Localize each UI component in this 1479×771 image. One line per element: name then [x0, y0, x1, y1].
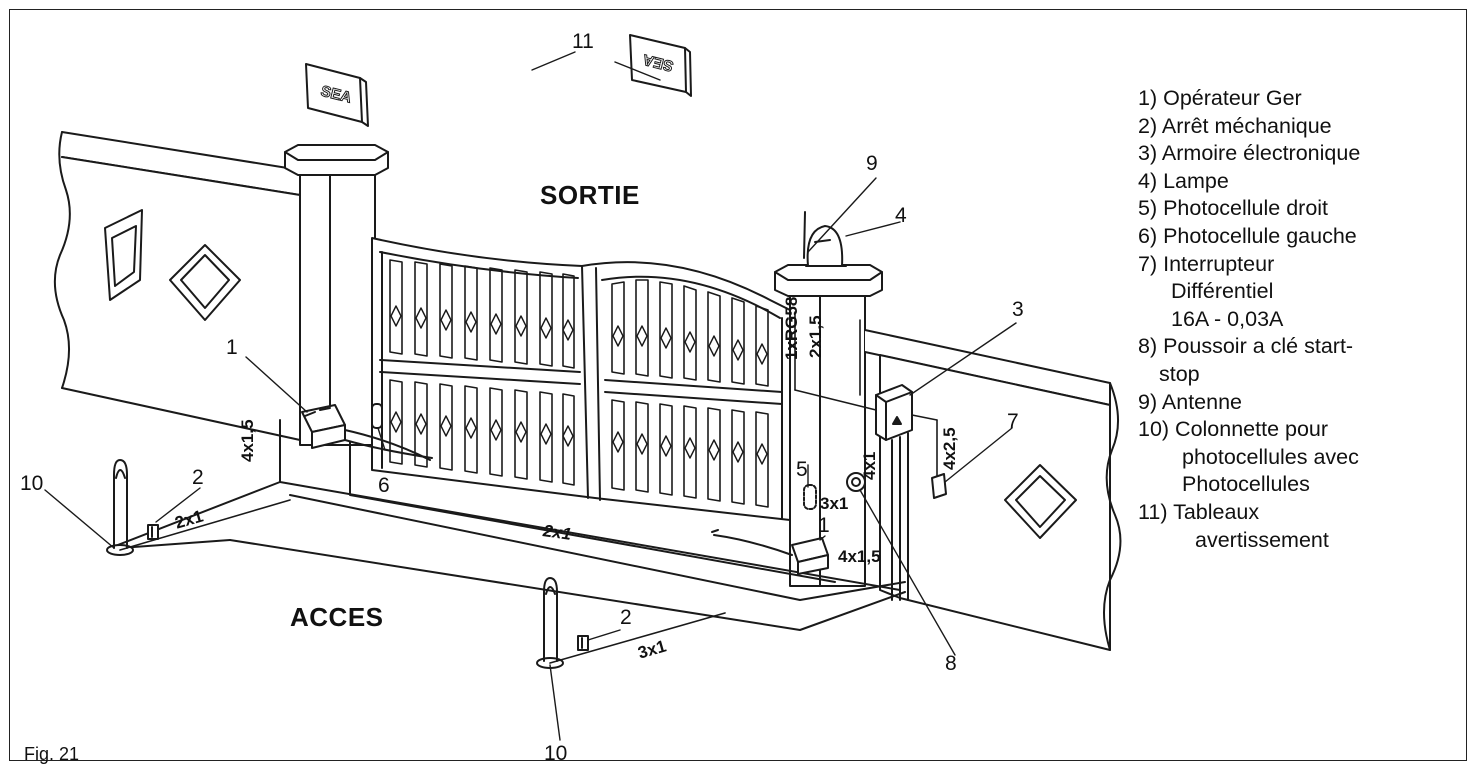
key-switch: [846, 472, 866, 492]
callout-8: 8: [945, 652, 957, 675]
legend-item: 4) Lampe: [1138, 168, 1229, 193]
control-box: [875, 384, 913, 601]
cable-label-1xrg58: 1xRG58: [782, 296, 801, 360]
figure-label: Fig. 21: [24, 744, 80, 764]
legend-item: 16A - 0,03A: [1171, 306, 1284, 331]
gate-stop-center: [577, 635, 589, 651]
warning-signs: [305, 34, 692, 127]
operator-right: [711, 529, 829, 575]
callout-4: 4: [895, 204, 907, 227]
callout-1-left: 1: [226, 336, 238, 359]
callout-5: 5: [796, 458, 808, 481]
callout-11: 11: [572, 30, 594, 53]
legend-item: 2) Arrêt méchanique: [1138, 113, 1332, 138]
photocell-right: [803, 484, 817, 510]
zone-access-label: ACCES: [290, 602, 384, 632]
legend-item: avertissement: [1195, 527, 1329, 552]
legend-item: photocellules avec: [1182, 444, 1359, 469]
callout-10-left: 10: [20, 472, 44, 495]
left-pillar: [284, 144, 389, 446]
callout-1-right: 1: [818, 514, 830, 537]
cable-label-2x15: 2x1,5: [806, 315, 825, 358]
legend-item: stop: [1159, 361, 1200, 386]
gate-diamonds: [390, 305, 768, 465]
gate-stop-left: [147, 524, 159, 540]
zone-exit-label: SORTIE: [540, 180, 640, 210]
legend-item: Photocellules: [1182, 472, 1310, 497]
cable-runs: [119, 311, 938, 664]
gate: [371, 237, 791, 521]
antenna: [803, 211, 806, 259]
cable-label-2x1-center: 2x1: [541, 521, 573, 544]
callout-2-left: 2: [192, 466, 204, 489]
figure-frame: [9, 9, 1467, 761]
legend-item: 6) Photocellule gauche: [1138, 223, 1357, 248]
legend: 1) Opérateur Ger 2) Arrêt méchanique 3) …: [1138, 85, 1360, 554]
callout-2-center: 2: [620, 606, 632, 629]
right-pillar: [774, 264, 883, 587]
diff-switch: [931, 473, 947, 499]
legend-item: 1) Opérateur Ger: [1138, 86, 1302, 110]
legend-item: Différentiel: [1171, 279, 1274, 304]
legend-item: 7) Interrupteur: [1138, 251, 1275, 276]
callout-9: 9: [866, 152, 878, 175]
ground-slab: [109, 419, 906, 631]
operator-left: [301, 404, 433, 461]
callout-10-center: 10: [544, 742, 568, 765]
legend-item: 10) Colonnette pour: [1138, 417, 1329, 442]
cable-label-4x15-left: 4x1,5: [238, 419, 257, 462]
cable-label-4x1: 4x1: [860, 451, 879, 480]
gate-pickets: [389, 259, 769, 508]
callout-6: 6: [378, 474, 390, 497]
cable-label-3x1-right: 3x1: [820, 494, 849, 513]
callout-7: 7: [1007, 410, 1019, 433]
lamp: [805, 225, 847, 267]
leader-lines: [44, 51, 1017, 741]
legend-item: 3) Armoire électronique: [1138, 141, 1361, 166]
photocell-left: [371, 403, 383, 429]
callout-3: 3: [1012, 298, 1024, 321]
cable-label-4x15-right: 4x1,5: [838, 547, 881, 566]
legend-item: 11) Tableaux: [1138, 499, 1260, 524]
right-wall: [864, 329, 1122, 651]
left-wall: [53, 131, 301, 441]
legend-item: 8) Poussoir a clé start-: [1138, 334, 1354, 359]
legend-item: 9) Antenne: [1138, 389, 1243, 414]
legend-item: 5) Photocellule droit: [1138, 196, 1329, 221]
cable-label-4x25: 4x2,5: [940, 427, 959, 470]
